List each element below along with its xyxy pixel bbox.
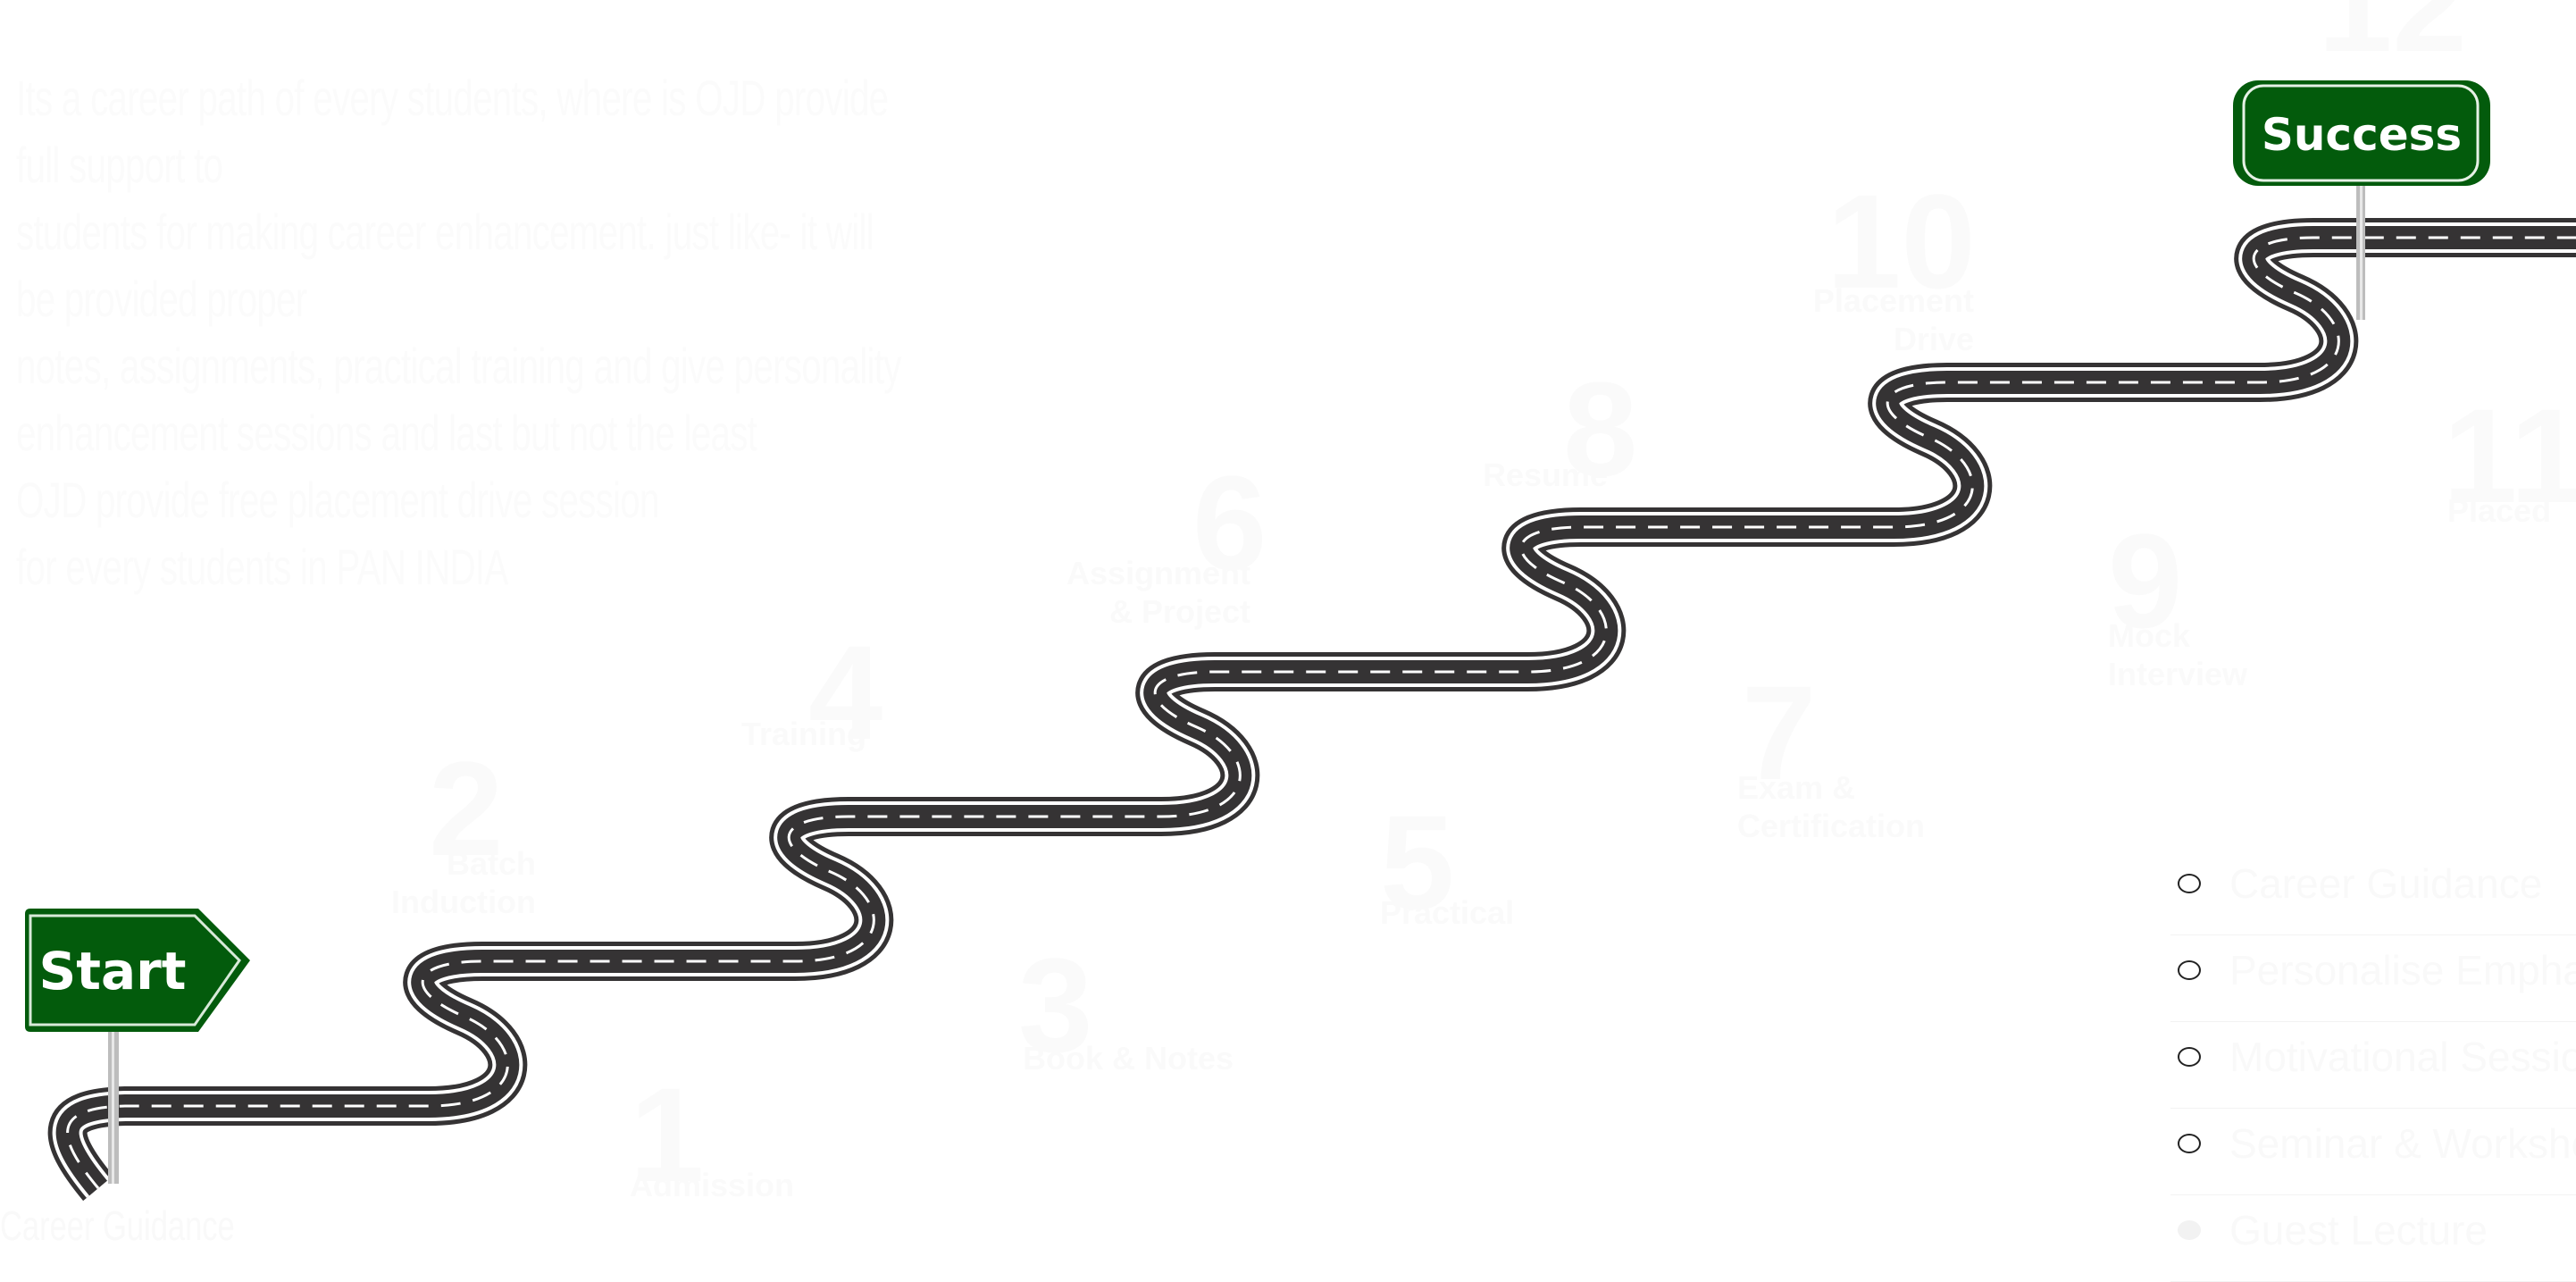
radio-circle-icon[interactable] — [2178, 1220, 2201, 1240]
start-sign-label: Start — [39, 941, 187, 1001]
step-number-11: 11 — [2443, 381, 2576, 531]
list-item: Personalise Emphasis — [2170, 935, 2576, 1022]
step-label-9: Mock Interview — [2108, 617, 2248, 693]
feature-list: Career Guidance Personalise Emphasis Mot… — [2170, 849, 2576, 1282]
list-item-label: Seminar & Workshop — [2229, 1120, 2576, 1167]
lane-marking — [66, 236, 2576, 1189]
radio-circle-icon[interactable] — [2178, 874, 2201, 893]
step-label-6: Assignment & Project — [1066, 555, 1250, 631]
step-label-5: Practical — [1380, 894, 1515, 931]
list-item: Motivational Session — [2170, 1022, 2576, 1109]
intro-line: students for making career enhancement. … — [16, 204, 874, 327]
step-label-4: Training — [741, 716, 867, 752]
list-item-label: Guest Lecture — [2229, 1207, 2488, 1253]
list-item: Seminar & Workshop — [2170, 1109, 2576, 1195]
step-number-3: 3 — [1018, 930, 1093, 1080]
start-sign: Start — [20, 907, 252, 1188]
list-item-label: Career Guidance — [2229, 860, 2543, 907]
intro-line: enhancement sessions and last but not th… — [16, 405, 757, 461]
intro-line: Its a career path of every students, whe… — [16, 70, 889, 193]
success-sign-label: Success — [2262, 109, 2462, 161]
list-item-label: Personalise Emphasis — [2229, 947, 2576, 993]
step-number-6: 6 — [1192, 448, 1267, 598]
list-item-label: Motivational Session — [2229, 1034, 2576, 1080]
intro-paragraph: Its a career path of every students, whe… — [16, 64, 916, 600]
bottom-caption: Career Guidance — [0, 1202, 235, 1249]
step-number-10: 10 — [1827, 166, 1976, 316]
step-label-1: Admission — [630, 1167, 795, 1203]
intro-line: notes, assignments, practical training a… — [16, 338, 901, 394]
step-label-2: Batch Induction — [391, 845, 536, 921]
list-item: Career Guidance — [2170, 849, 2576, 935]
intro-line: OJD provide free placement drive session — [16, 472, 659, 528]
step-label-10: Placement Drive — [1812, 282, 1974, 358]
step-label-8: Resume — [1483, 457, 1609, 493]
radio-circle-icon[interactable] — [2178, 1047, 2201, 1067]
step-number-5: 5 — [1380, 787, 1455, 937]
step-number-7: 7 — [1742, 658, 1817, 808]
step-number-1: 1 — [630, 1060, 705, 1210]
step-number-2: 2 — [429, 733, 504, 884]
road-path — [47, 218, 2576, 1202]
step-label-7: Exam & Certification — [1737, 769, 1926, 845]
intro-line: for every students in PAN INDIA — [16, 539, 508, 595]
step-number-8: 8 — [1563, 354, 1638, 504]
step-label-11: Placed — [2447, 492, 2552, 529]
success-sign: Success — [2231, 79, 2499, 324]
start-sign-board — [25, 909, 250, 1032]
step-number-9: 9 — [2108, 506, 2183, 656]
step-number-4: 4 — [808, 617, 883, 767]
step-number-12: 12 — [2318, 0, 2467, 80]
radio-circle-icon[interactable] — [2178, 960, 2201, 980]
list-item: Guest Lecture — [2170, 1195, 2576, 1282]
winding-road — [47, 218, 2576, 1202]
success-sign-board — [2233, 80, 2490, 186]
radio-circle-icon[interactable] — [2178, 1134, 2201, 1153]
step-label-3: Book & Notes — [1023, 1040, 1234, 1077]
